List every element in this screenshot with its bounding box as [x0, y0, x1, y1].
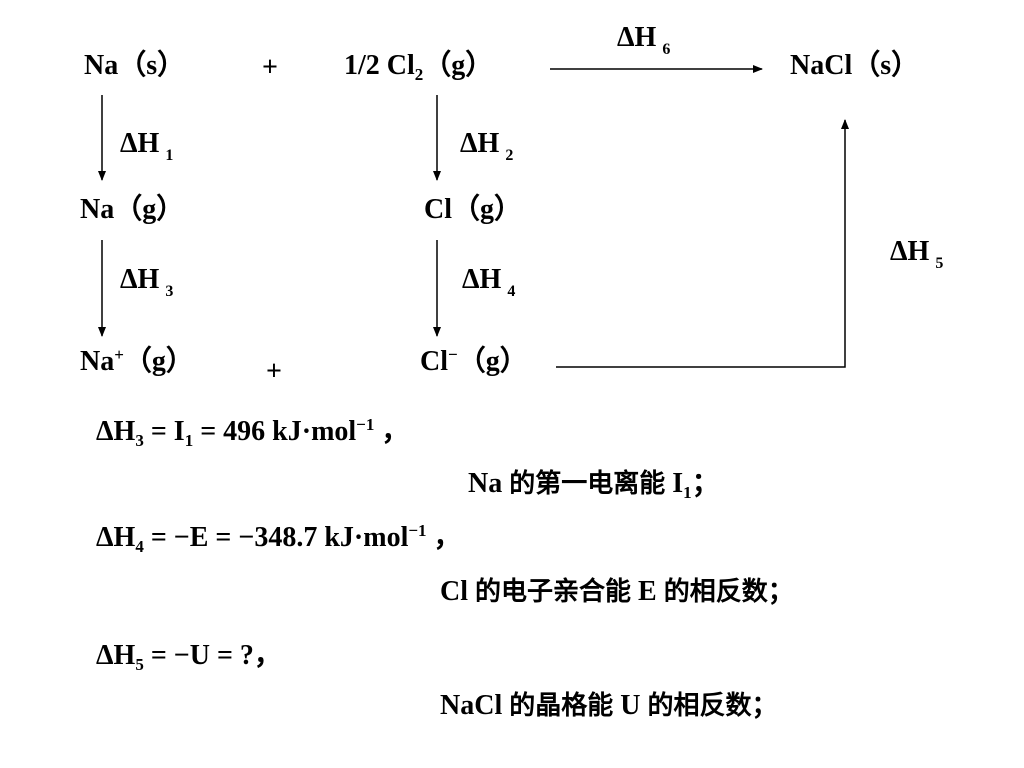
equation-dh5: ΔH5 = −U = ?，	[96, 640, 282, 674]
plus-sign-top: +	[262, 52, 278, 83]
species-na-solid: Na（s）	[84, 50, 186, 81]
species-cl2-gas: 1/2 Cl2（g）	[344, 50, 494, 84]
species-nacl-solid: NaCl（s）	[790, 50, 920, 81]
note-ionization-energy: Na 的第一电离能 I1；	[468, 468, 720, 502]
equation-dh4: ΔH4 = −E = −348.7 kJ·mol−1 ，	[96, 521, 462, 556]
equation-dh3: ΔH3 = I1 = 496 kJ·mol−1 ，	[96, 415, 410, 450]
plus-sign-bottom: +	[266, 356, 282, 387]
note-electron-affinity: Cl 的电子亲合能 E 的相反数；	[440, 576, 794, 607]
species-cl-gas: Cl（g）	[424, 194, 523, 225]
note-lattice-energy: NaCl 的晶格能 U 的相反数；	[440, 690, 778, 721]
species-na-gas: Na（g）	[80, 194, 185, 225]
arrow-dh5	[556, 119, 849, 368]
species-na-ion-gas: Na+（g）	[80, 345, 194, 377]
species-cl-ion-gas: Cl−（g）	[420, 345, 528, 377]
